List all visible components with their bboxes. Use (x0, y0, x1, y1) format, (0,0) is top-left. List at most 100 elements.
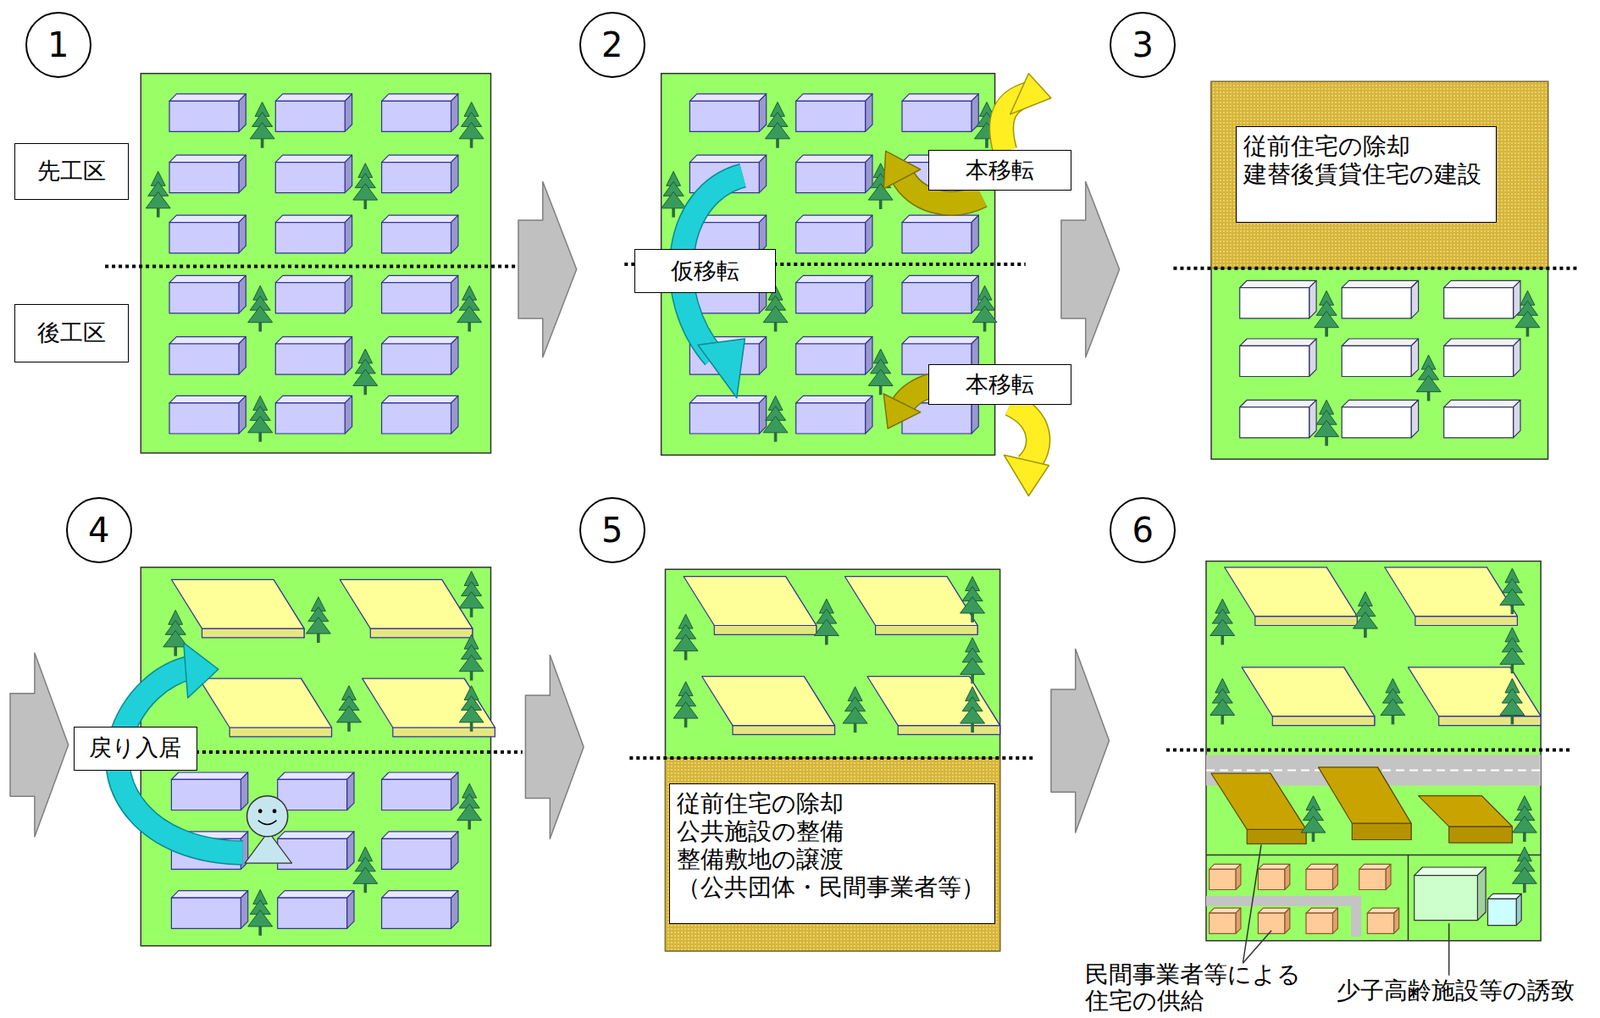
tree (972, 305, 997, 322)
dwelling-block (1240, 407, 1310, 438)
detached-house (1359, 869, 1386, 890)
dwelling-block (382, 395, 459, 404)
dwelling-block (277, 891, 355, 899)
dwelling-block (238, 395, 246, 434)
new-rental-building (1241, 667, 1375, 717)
dwelling-block (451, 831, 459, 870)
dwelling-block (1411, 280, 1419, 319)
phase-divider (1173, 266, 1578, 271)
tree-trunk (774, 322, 778, 333)
tree-trunk (363, 385, 367, 395)
tree-trunk (470, 671, 474, 681)
tree (145, 192, 171, 209)
dwelling-block (1341, 338, 1418, 346)
label-box: 戻り入居 (73, 726, 198, 771)
new-rental-building (845, 576, 979, 626)
dwelling-block (1309, 338, 1317, 377)
tree-trunk (983, 322, 987, 333)
tree-trunk (470, 722, 474, 732)
dwelling-block (758, 395, 766, 434)
new-rental-building (1384, 567, 1518, 617)
tree-trunk (1522, 883, 1527, 893)
step-number-text: 6 (1132, 510, 1154, 550)
site-panel (664, 569, 1000, 952)
temporary-move-arrow-head (697, 338, 745, 399)
tree (1511, 816, 1537, 833)
new-rental-building (393, 727, 496, 737)
dwelling-block (344, 215, 352, 254)
tree-trunk (1312, 832, 1316, 842)
tree-trunk (363, 199, 367, 210)
new-rental-building (1255, 616, 1358, 626)
care-facility (1477, 867, 1486, 921)
dwelling-block (451, 275, 459, 314)
dwelling-block (902, 222, 972, 254)
step-number: 3 (1109, 11, 1176, 78)
new-rental-building (199, 678, 333, 728)
dwelling-block (169, 343, 239, 375)
new-rental-building (702, 676, 836, 726)
dwelling-block (1513, 399, 1521, 438)
resident-eye (258, 808, 263, 814)
dwelling-block (1341, 280, 1418, 288)
new-rental-building (732, 725, 836, 736)
callout-label: 少子高齢施設等の誘致 (1336, 977, 1575, 1004)
dwelling-block (1341, 287, 1412, 319)
step-number: 6 (1109, 497, 1176, 564)
dwelling-block (171, 772, 248, 780)
dwelling-block (902, 337, 979, 344)
tree (960, 658, 986, 675)
new-rental-building (1415, 616, 1518, 626)
dwelling-block (689, 94, 766, 102)
dwelling-block (1513, 338, 1521, 377)
dwelling-block (451, 94, 459, 133)
tree (673, 634, 698, 651)
care-facility (1488, 898, 1517, 925)
dwelling-block (902, 275, 979, 283)
detached-house (1394, 907, 1400, 934)
tree (1511, 867, 1537, 884)
dwelling-block (1309, 280, 1317, 319)
dwelling-block (171, 891, 248, 899)
new-rental-building (171, 579, 305, 629)
dwelling-block (451, 772, 459, 811)
dwelling-block (796, 395, 873, 404)
tree-trunk (470, 608, 474, 618)
detached-house (1306, 869, 1333, 890)
tree (305, 617, 331, 634)
dwelling-block (1341, 345, 1412, 377)
tree-trunk (347, 722, 351, 732)
site-panel (140, 73, 491, 454)
dwelling-block (382, 772, 459, 780)
dwelling-block (238, 155, 246, 194)
step-arrow (1061, 181, 1120, 357)
return-move-arrow-head (183, 642, 219, 698)
tree-trunk (316, 633, 321, 643)
dwelling-block (1444, 345, 1514, 377)
dwelling-block (382, 100, 452, 132)
new-rental-building (875, 625, 979, 636)
dwelling-block (796, 337, 873, 344)
private-housing-block (1449, 826, 1513, 843)
step-arrow (518, 181, 577, 357)
dwelling-block (689, 395, 766, 404)
tree (353, 369, 378, 386)
dwelling-block (1341, 407, 1412, 438)
new-rental-building (339, 579, 473, 629)
new-rental-building (867, 676, 1001, 726)
tree (1210, 698, 1235, 715)
tree (1353, 612, 1379, 629)
label-box: 本移転 (928, 149, 1072, 191)
care-facility (1414, 867, 1486, 876)
tree (763, 305, 788, 322)
dwelling-block (238, 215, 246, 254)
detached-house (1284, 863, 1290, 890)
dwelling-block (382, 282, 452, 314)
detached-house (1332, 907, 1338, 934)
dwelling-block (1444, 287, 1514, 319)
tree-trunk (1511, 604, 1515, 615)
tree-trunk (470, 138, 474, 149)
dwelling-block (382, 337, 459, 344)
note-box: 従前住宅の除却建替後賃貸住宅の建設 (1235, 126, 1497, 222)
